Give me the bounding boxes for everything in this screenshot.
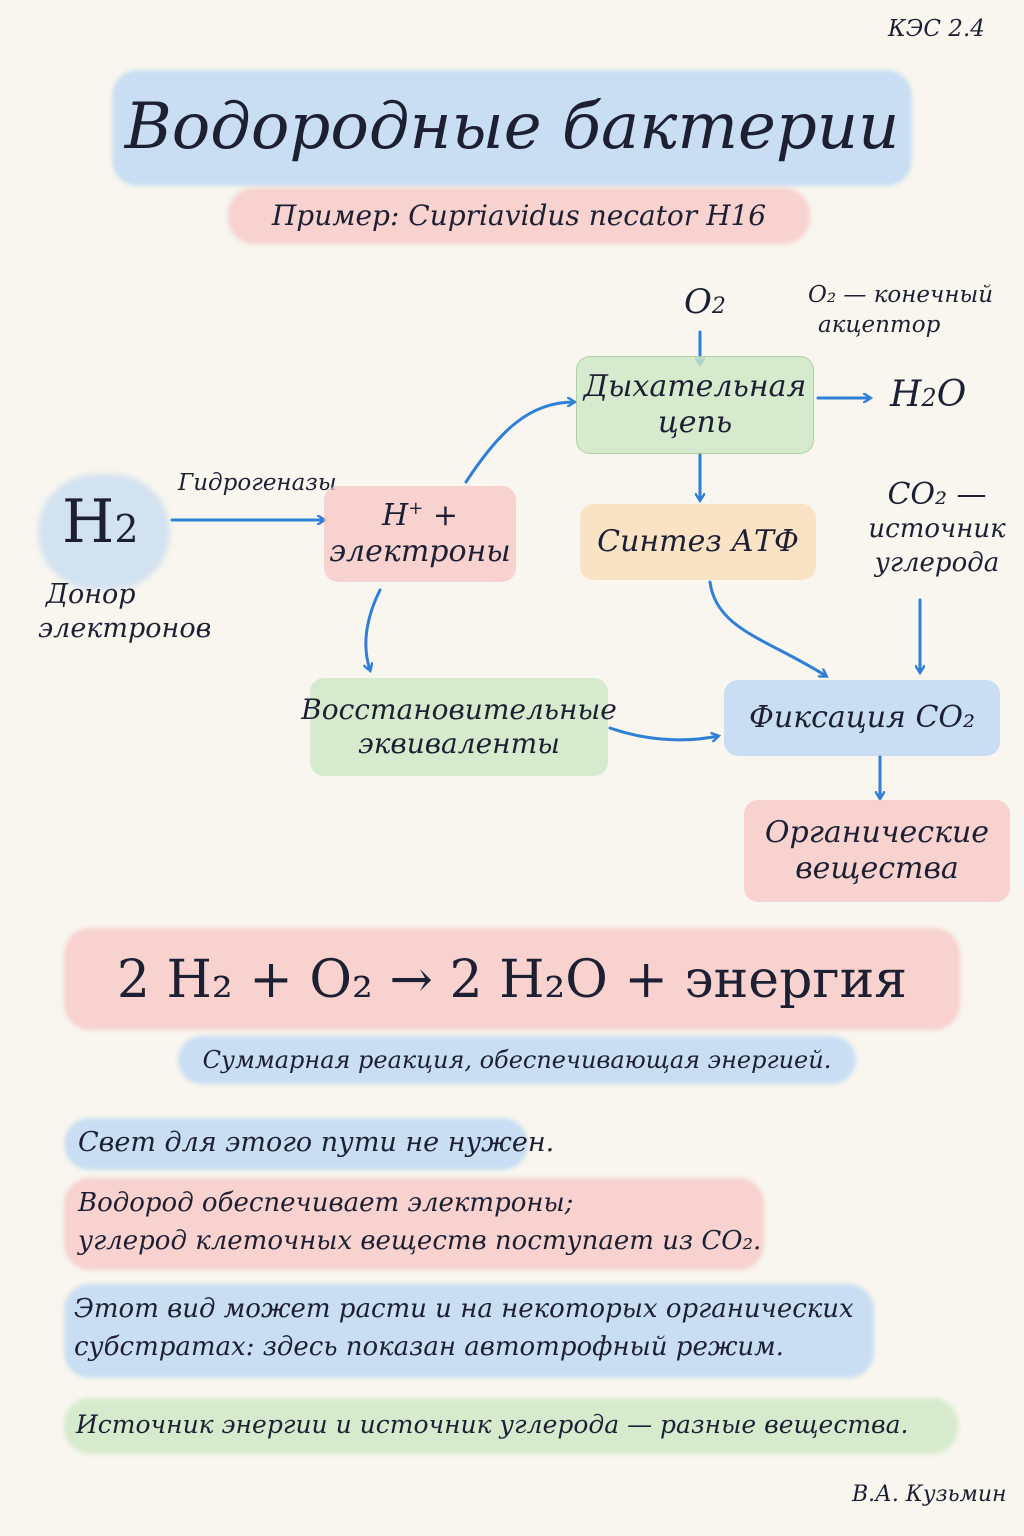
hydrogenases-label: Гидрогеназы xyxy=(178,470,337,496)
equation-caption: Суммарная реакция, обеспечивающая энерги… xyxy=(202,1046,832,1074)
node-co2-fixation: Фиксация CO₂ xyxy=(724,680,1000,756)
example-species: Пример: Cupriavidus necator H16 xyxy=(271,199,767,232)
caption-highlight xyxy=(178,1036,856,1084)
overall-equation: 2 H₂ + O₂ → 2 H₂O + энергия xyxy=(116,950,908,1010)
note-2-highlight xyxy=(64,1178,764,1270)
note-energy-carbon-sources: Источник энергии и источник углерода — р… xyxy=(76,1410,909,1439)
page-title: Водородные бактерии xyxy=(124,90,900,164)
node-respiratory-chain: Дыхательная цепь xyxy=(576,356,814,454)
note-1-highlight xyxy=(64,1118,528,1170)
note-organic-substrates: Этот вид может расти и на некоторых орга… xyxy=(74,1294,854,1362)
kes-code: КЭС 2.4 xyxy=(888,16,985,42)
o2-input: O2 xyxy=(684,282,726,322)
note-3-highlight xyxy=(64,1284,874,1378)
h2-highlight xyxy=(38,474,170,590)
h2o-output: H2O xyxy=(890,374,967,415)
example-highlight xyxy=(228,188,810,244)
o2-acceptor-note: O₂ — конечный акцептор xyxy=(808,282,994,338)
co2-source-note: CO₂ — источник углерода xyxy=(868,477,1006,579)
title-highlight xyxy=(112,70,912,186)
note-no-light: Свет для этого пути не нужен. xyxy=(78,1127,555,1158)
node-reducing-equivalents: Восстановительные эквиваленты xyxy=(301,678,617,776)
h2-label: H2 xyxy=(62,487,139,557)
node-atp-synthesis: Синтез АТФ xyxy=(580,504,816,580)
note-electrons-carbon: Водород обеспечивает электроны; углерод … xyxy=(78,1188,762,1256)
node-organic-substances: Органические вещества xyxy=(744,800,1010,902)
arrow-hplus-to-resp xyxy=(464,402,574,484)
arrow-atp-to-fixation xyxy=(708,580,826,676)
donor-label: Донор электронов xyxy=(38,579,212,644)
author-signature: В.А. Кузьмин xyxy=(852,1482,1007,1507)
arrow-hplus-to-reduce xyxy=(366,588,382,670)
equation-highlight xyxy=(64,928,960,1030)
arrow-reduce-to-fixation xyxy=(608,726,718,740)
node-hplus-electrons: H+ + электроны xyxy=(324,486,516,582)
note-4-highlight xyxy=(64,1398,958,1454)
